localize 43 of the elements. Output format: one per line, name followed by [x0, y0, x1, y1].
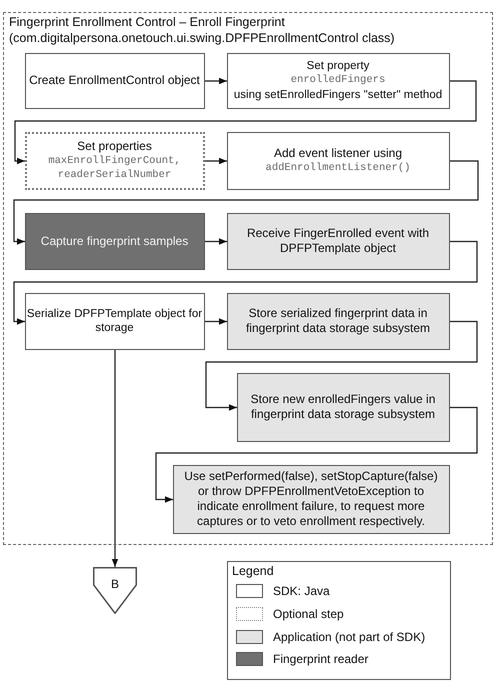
flow-arrow: [205, 158, 227, 164]
legend-text: Fingerprint reader: [273, 652, 368, 666]
group-title: Fingerprint Enrollment Control – Enroll Fingerprint: [9, 15, 285, 31]
dashed-group-frame: [3, 12, 493, 545]
flow-arrow: [205, 318, 227, 325]
step-text: Serialize DPFPTemplate object for storage: [26, 306, 202, 336]
flow-arrow: [205, 320, 478, 411]
process-box: [24, 52, 204, 108]
process-box: [226, 52, 450, 108]
step-text: Receive FingerEnrolled event with DPFPTemplate object: [246, 226, 430, 256]
step-text: Use setPerformed(false), setStopCapture(false) or throw DPFPEnrollmentVetoException to indicate enrollment failure, to request more captures or to veto enrollment respectively.: [183, 469, 439, 529]
process-box: [236, 372, 450, 442]
legend-text: Application (not part of SDK): [273, 630, 426, 644]
step-text: Create EnrollmentControl object: [29, 73, 200, 88]
class-name-text: (com.digitalpersona.onetouch.ui.swing.DPFPEnrollmentControl class): [9, 30, 395, 46]
process-box: [24, 212, 204, 270]
step-text: Add event listener using: [274, 146, 402, 161]
step-text: Store new enrolledFingers value in fingerprint data storage subsystem: [250, 392, 436, 422]
optional-step-box: [24, 132, 204, 190]
legend-text: SDK: Java: [273, 584, 330, 598]
connector-label: B: [110, 577, 119, 592]
step-text: Set properties: [77, 138, 152, 154]
flow-arrow: [13, 160, 479, 245]
code-text: maxEnrollFingerCount, readerSerialNumber: [47, 154, 182, 182]
flow-arrow: [13, 240, 478, 325]
step-text: Capture fingerprint samples: [40, 234, 188, 248]
step-text: Store serialized fingerprint data in fingerprint data storage subsystem: [246, 306, 430, 336]
process-box: [226, 212, 450, 270]
flow-arrow: [155, 406, 478, 503]
code-text: addEnrollmentListener(): [266, 160, 410, 176]
step-text: using setEnrolledFingers "setter" method: [234, 88, 442, 102]
process-box: [226, 132, 450, 190]
process-box: [24, 292, 204, 350]
process-box: [172, 464, 450, 534]
process-box: [226, 292, 450, 350]
code-text: enrolledFingers: [290, 73, 386, 88]
flow-arrow: [205, 78, 227, 84]
legend-title: Legend: [232, 564, 274, 578]
flow-arrow: [205, 238, 227, 245]
step-text: Set property: [306, 59, 370, 74]
legend-text: Optional step: [273, 606, 344, 620]
flow-arrow: [112, 350, 118, 567]
off-page-connector: [93, 567, 137, 614]
